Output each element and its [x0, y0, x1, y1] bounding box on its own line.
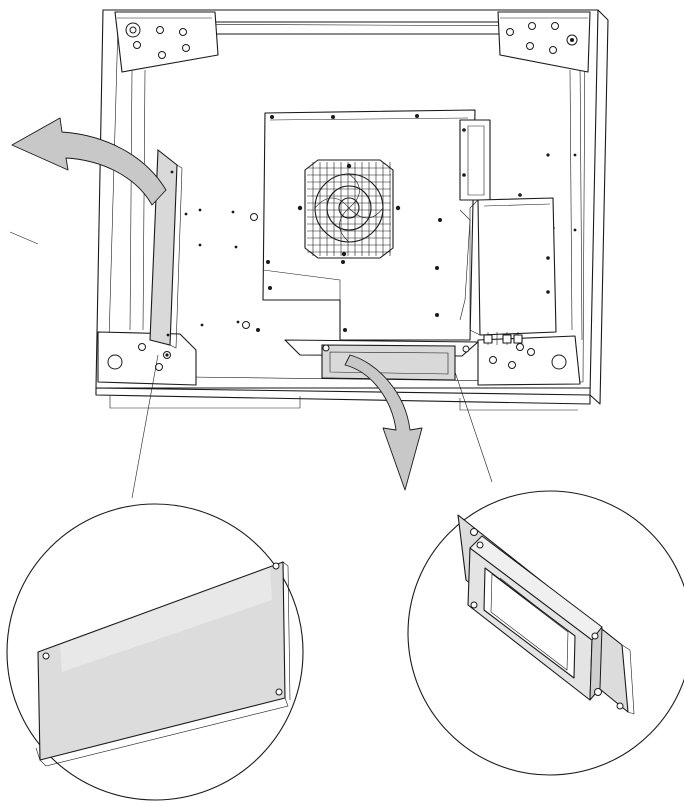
leader-line-left	[131, 354, 159, 499]
control-box	[459, 119, 557, 345]
detail-cover-plate	[6, 503, 304, 801]
top-right-bracket	[497, 11, 591, 73]
bottom-right-bracket	[477, 335, 581, 386]
curved-arrow-down-icon	[344, 354, 423, 491]
detail-duct-flange	[407, 490, 684, 776]
bottom-left-bracket	[97, 331, 197, 386]
curved-arrow-left-icon	[11, 117, 167, 206]
fan-grille	[297, 159, 401, 259]
duct-flange	[284, 339, 479, 381]
leader-line-right	[454, 371, 493, 483]
top-left-bracket	[114, 11, 219, 73]
